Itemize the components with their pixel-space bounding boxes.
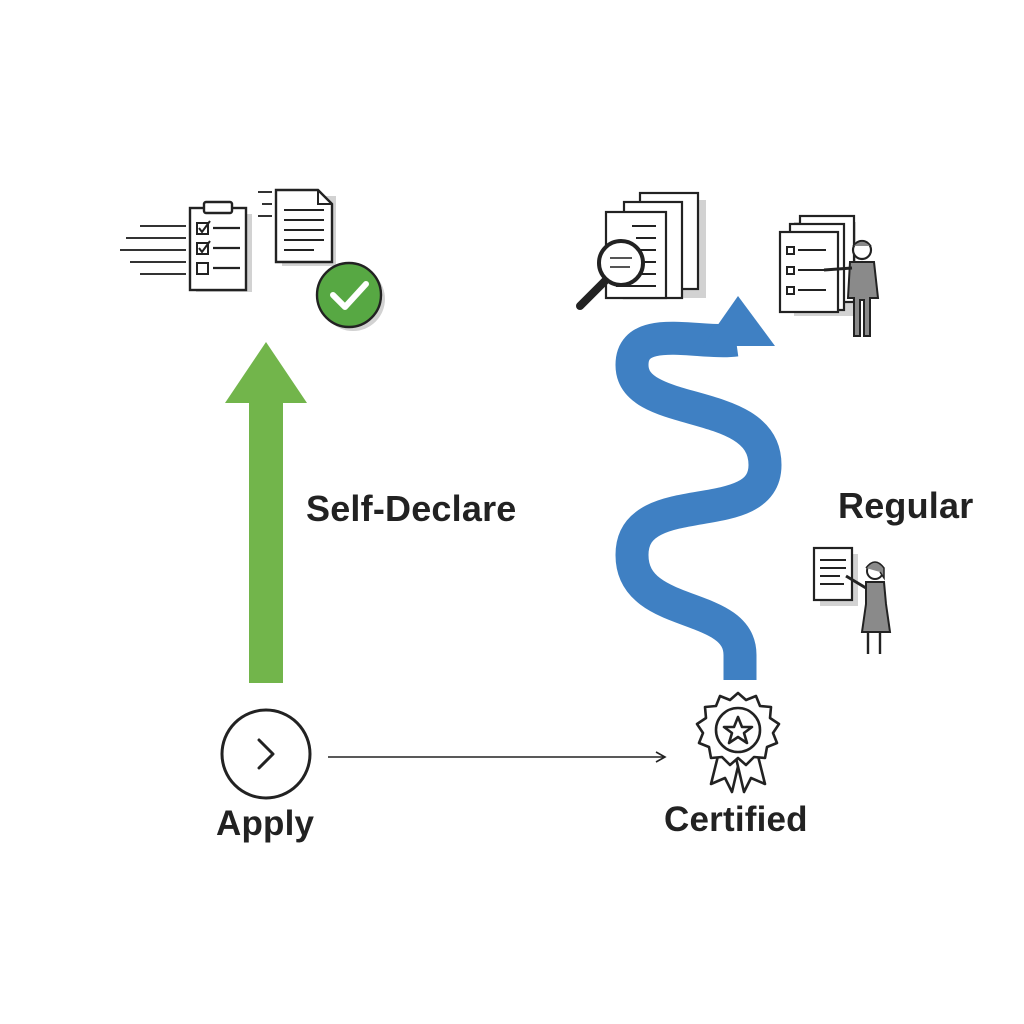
certified-label: Certified <box>664 800 808 839</box>
presenter-woman-icon <box>812 546 892 654</box>
check-circle-icon <box>315 261 385 331</box>
magnifier-documents-icon <box>576 191 706 310</box>
award-ribbon-star-icon <box>695 691 781 794</box>
apply-label: Apply <box>216 804 315 843</box>
regular-label: Regular <box>838 485 974 526</box>
self-declare-arrow <box>225 342 307 683</box>
chevron-right-circle-icon <box>220 708 312 800</box>
regular-winding-arrow <box>615 296 782 680</box>
document-icon <box>258 188 336 266</box>
checklist-clipboard-icon <box>120 200 252 292</box>
self-declare-label: Self-Declare <box>306 488 517 529</box>
presenter-man-icon <box>778 214 880 337</box>
